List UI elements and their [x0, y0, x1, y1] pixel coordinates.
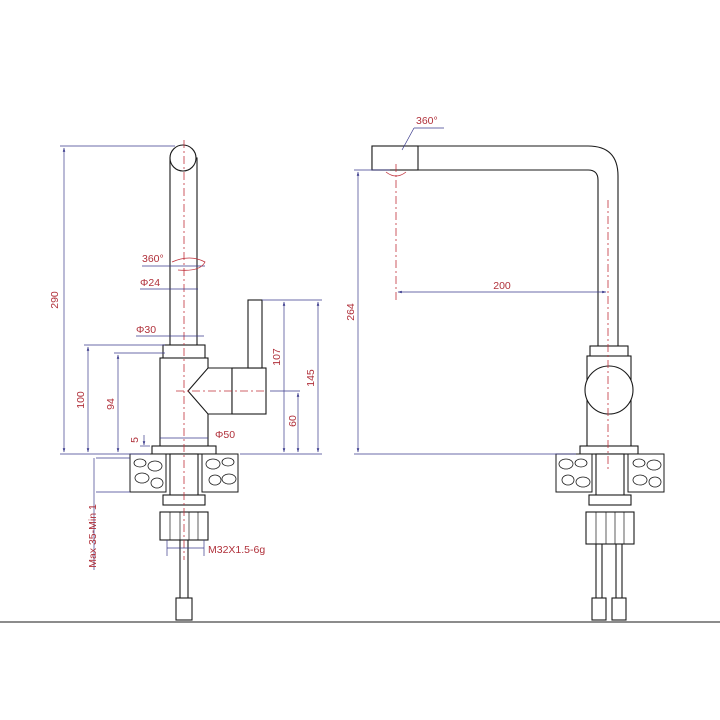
dim-phi30: Φ30 — [136, 324, 156, 336]
dim-145: 145 — [305, 369, 317, 387]
dim-thread: M32X1.5-6g — [208, 544, 265, 556]
dim-290: 290 — [49, 291, 61, 309]
dim-94: 94 — [105, 398, 117, 410]
dim-5: 5 — [129, 437, 141, 443]
front-hose-fitting — [175, 597, 193, 621]
front-countertop-stones — [133, 457, 237, 489]
dim-264: 264 — [345, 303, 357, 321]
side-washer — [588, 494, 632, 506]
dim-60: 60 — [287, 415, 299, 427]
side-view: 360° 264 200 — [345, 115, 665, 621]
side-hose — [595, 544, 623, 600]
dim-phi50: Φ50 — [215, 429, 235, 441]
front-upper-tube — [169, 157, 198, 355]
side-nut — [585, 511, 635, 545]
side-base — [579, 445, 639, 455]
dim-100: 100 — [75, 391, 87, 409]
front-lever-handle — [247, 299, 263, 369]
side-hose-fitting-left — [591, 597, 607, 621]
side-spout-head — [371, 145, 419, 171]
side-spout-tube — [371, 145, 619, 353]
rotation-front-label: 360° — [142, 253, 164, 265]
dim-200: 200 — [493, 280, 511, 292]
front-view: 290 100 94 5 360° Φ24 Φ30 Φ50 107 14 — [49, 140, 322, 621]
side-hose-fitting-right — [611, 597, 627, 621]
side-countertop-stones — [558, 458, 662, 488]
rotation-side-label: 360° — [416, 115, 438, 127]
front-hose — [179, 540, 189, 602]
dim-phi24: Φ24 — [140, 277, 160, 289]
front-spout-tip — [169, 144, 197, 172]
dim-mount-thickness: Max 35-Min 1 — [87, 504, 99, 568]
dim-107: 107 — [271, 348, 283, 366]
side-lever-disc — [584, 365, 634, 415]
